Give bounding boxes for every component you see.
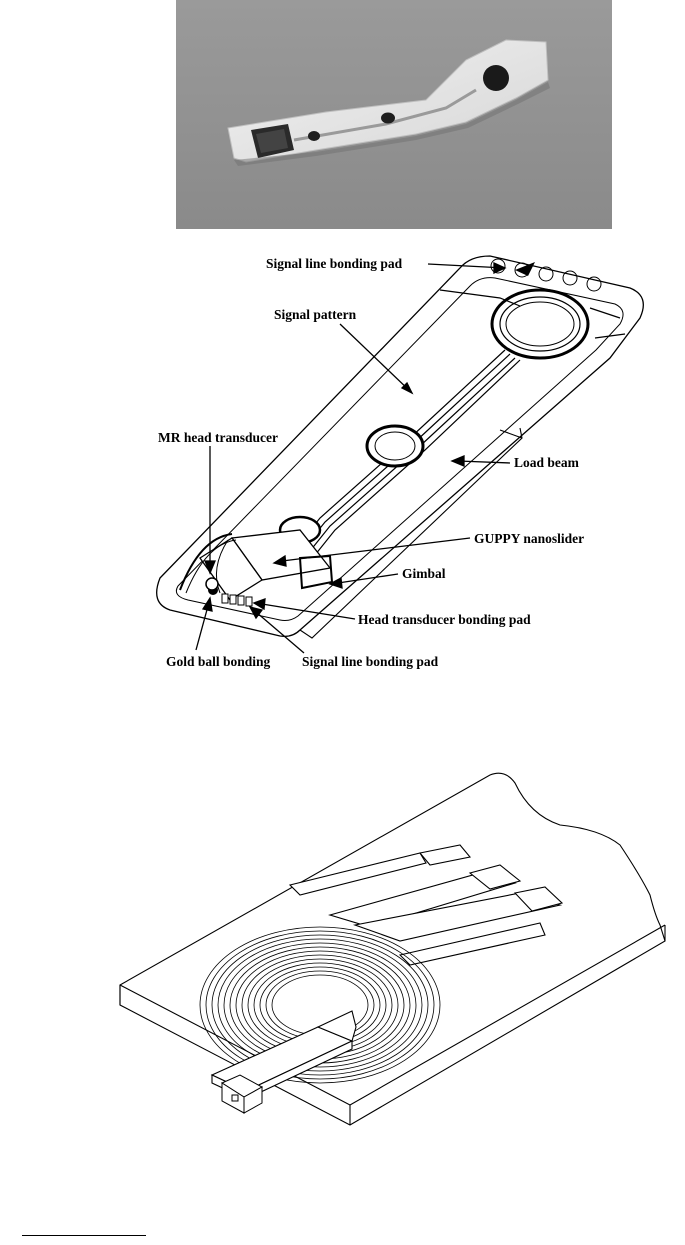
label-gold-ball-bonding: Gold ball bonding bbox=[166, 654, 271, 669]
footnote-rule bbox=[22, 1235, 146, 1236]
coil-drawing bbox=[0, 765, 685, 1145]
label-mr-head-transducer: MR head transducer bbox=[158, 430, 278, 445]
signal-pattern-traces bbox=[300, 290, 625, 555]
mount-hole bbox=[483, 65, 509, 91]
label-gimbal: Gimbal bbox=[402, 566, 446, 581]
top-bonding-pads bbox=[491, 259, 601, 291]
tooling-hole bbox=[308, 131, 320, 141]
suspension-diagram: Signal line bonding pad Signal pattern M… bbox=[0, 238, 685, 678]
label-load-beam: Load beam bbox=[514, 455, 580, 470]
label-head-transducer-bonding-pad: Head transducer bonding pad bbox=[358, 612, 531, 627]
label-signal-line-bonding-pad-top: Signal line bonding pad bbox=[266, 256, 403, 271]
label-guppy-nanoslider: GUPPY nanoslider bbox=[474, 531, 584, 546]
substrate-slab bbox=[120, 773, 665, 1125]
label-signal-line-bonding-pad-bottom: Signal line bonding pad bbox=[302, 654, 439, 669]
label-signal-pattern: Signal pattern bbox=[274, 307, 357, 322]
suspension-photo bbox=[176, 0, 612, 229]
tooling-hole bbox=[381, 113, 395, 124]
